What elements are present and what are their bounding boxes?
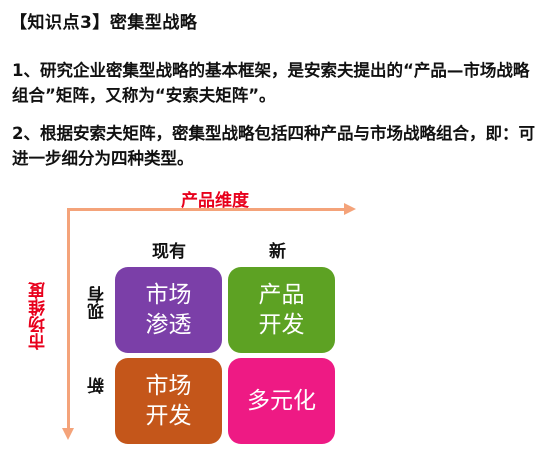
x-axis-line: [67, 208, 345, 211]
row-header-new: 新: [88, 377, 108, 394]
column-header-existing: 现有: [152, 242, 186, 262]
row-header-existing: 现有: [88, 286, 108, 320]
paragraph-2: 2、根据安索夫矩阵，密集型战略包括四种产品与市场战略组合，即：可进一步细分为四种…: [12, 124, 535, 168]
y-axis-arrow-icon: [62, 428, 74, 440]
x-axis-title: 产品维度: [181, 191, 249, 211]
column-header-new: 新: [269, 242, 286, 262]
cell-diversification: 多元化: [228, 358, 335, 444]
cell-market-penetration: 市场 渗透: [115, 267, 222, 353]
paragraph-1: 1、研究企业密集型战略的基本框架，是安索夫提出的“产品—市场战略组合”矩阵，又称…: [12, 61, 530, 105]
page-title: 【知识点3】密集型战略: [10, 13, 198, 33]
cell-market-development: 市场 开发: [115, 358, 222, 444]
x-axis-arrow-icon: [344, 203, 356, 215]
y-axis-title: 市场维度: [29, 282, 49, 350]
cell-product-development: 产品 开发: [228, 267, 335, 353]
y-axis-line: [67, 210, 70, 430]
